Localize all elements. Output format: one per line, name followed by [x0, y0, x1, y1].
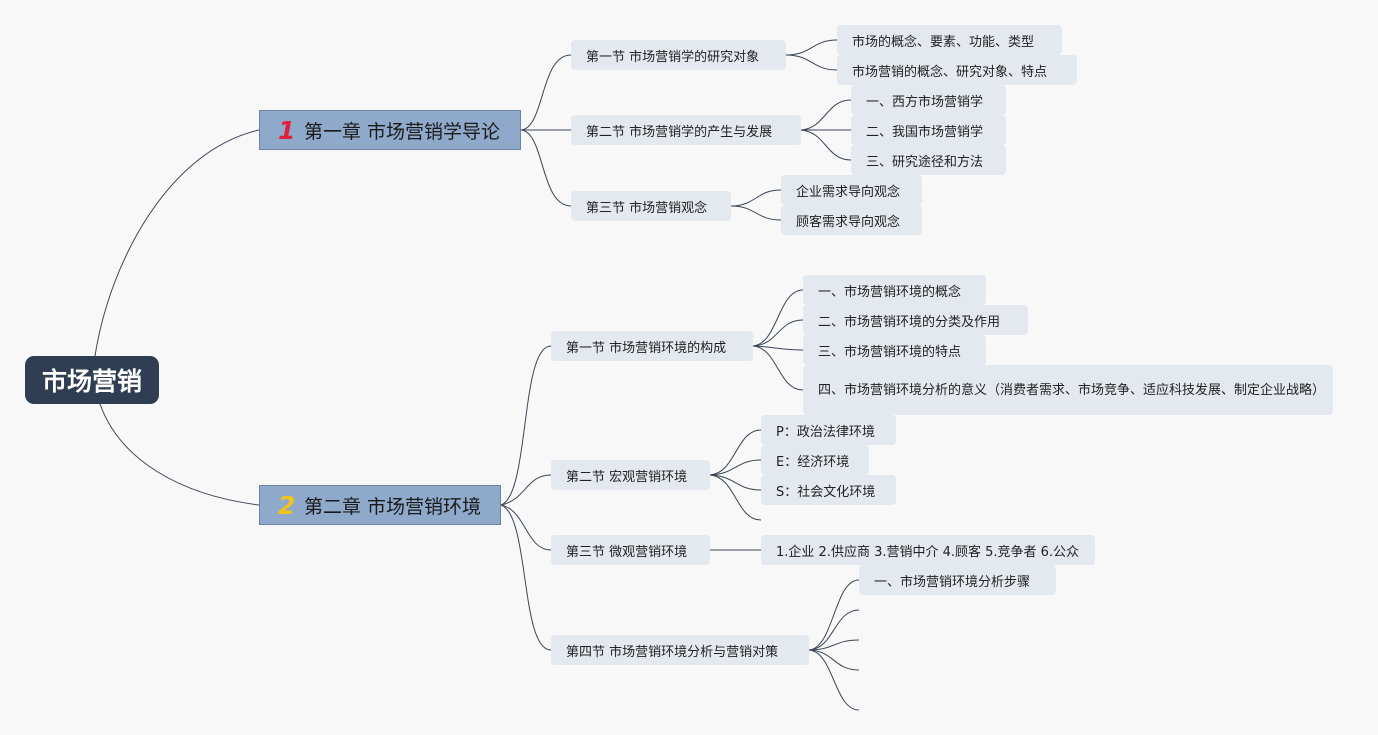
leaf-label: 市场营销的概念、研究对象、特点 [852, 64, 1048, 80]
root-topic[interactable]: 市场营销 [25, 356, 159, 404]
leaf-2-4-1[interactable]: 一、市场营销环境分析步骤 [859, 565, 1056, 595]
link-ch1-s3 [520, 129, 572, 207]
leaf-1-3-1[interactable]: 企业需求导向观念 [781, 175, 922, 205]
leaf-label: 一、西方市场营销学 [866, 94, 984, 110]
leaf-1-1-1[interactable]: 市场的概念、要素、功能、类型 [837, 25, 1062, 55]
leaf-label: 二、市场营销环境的分类及作用 [818, 314, 1001, 330]
section-label: 第一节 市场营销环境的构成 [566, 340, 727, 356]
leaf-label: 二、我国市场营销学 [866, 124, 984, 140]
section-label: 第三节 微观营销环境 [566, 544, 688, 560]
chapter-2-topic[interactable]: 2 第二章 市场营销环境 [259, 485, 501, 525]
leaf-1-2-3[interactable]: 三、研究途径和方法 [851, 145, 1006, 175]
leaf-1-2-1[interactable]: 一、西方市场营销学 [851, 85, 1006, 115]
leaf-2-2-3[interactable]: S：社会文化环境 [761, 475, 896, 505]
leaf-label: E：经济环境 [776, 454, 850, 470]
section-2-1[interactable]: 第一节 市场营销环境的构成 [551, 331, 753, 361]
leaf-1-3-2[interactable]: 顾客需求导向观念 [781, 205, 922, 235]
leaf-label: 市场的概念、要素、功能、类型 [852, 34, 1035, 50]
section-2-4[interactable]: 第四节 市场营销环境分析与营销对策 [551, 635, 809, 665]
chapter-1-topic[interactable]: 1 第一章 市场营销学导论 [259, 110, 521, 150]
section-2-2[interactable]: 第二节 宏观营销环境 [551, 460, 710, 490]
leaf-2-1-2[interactable]: 二、市场营销环境的分类及作用 [803, 305, 1028, 335]
leaf-1-2-2[interactable]: 二、我国市场营销学 [851, 115, 1006, 145]
section-1-2[interactable]: 第二节 市场营销学的产生与发展 [571, 115, 801, 145]
leaf-2-2-1[interactable]: P：政治法律环境 [761, 415, 896, 445]
leaf-2-1-4[interactable]: 四、市场营销环境分析的意义（消费者需求、市场竞争、适应科技发展、制定企业战略） [803, 365, 1333, 415]
number-1-icon: 1 [278, 115, 296, 145]
link-ch2-s2 [500, 474, 552, 506]
section-2-3[interactable]: 第三节 微观营销环境 [551, 535, 710, 565]
leaf-1-1-2[interactable]: 市场营销的概念、研究对象、特点 [837, 55, 1077, 85]
leaf-label: 四、市场营销环境分析的意义（消费者需求、市场竞争、适应科技发展、制定企业战略） [818, 382, 1326, 398]
link-root-ch1 [94, 129, 260, 357]
leaf-label: 一、市场营销环境的概念 [818, 284, 962, 300]
section-label: 第四节 市场营销环境分析与营销对策 [566, 644, 779, 660]
section-label: 第二节 市场营销学的产生与发展 [586, 124, 773, 140]
link-ch1-s1 [520, 54, 572, 131]
leaf-label: P：政治法律环境 [776, 424, 875, 440]
leaf-label: S：社会文化环境 [776, 484, 876, 500]
section-1-1[interactable]: 第一节 市场营销学的研究对象 [571, 40, 786, 70]
section-label: 第二节 宏观营销环境 [566, 469, 688, 485]
leaf-2-2-2[interactable]: E：经济环境 [761, 445, 869, 475]
leaf-label: 一、市场营销环境分析步骤 [874, 574, 1031, 590]
leaf-label: 三、市场营销环境的特点 [818, 344, 962, 360]
link-ch2-s1 [500, 345, 552, 506]
leaf-label: 顾客需求导向观念 [796, 214, 901, 230]
leaf-label: 1.企业 2.供应商 3.营销中介 4.顾客 5.竞争者 6.公众 [776, 544, 1080, 560]
leaf-2-3-1[interactable]: 1.企业 2.供应商 3.营销中介 4.顾客 5.竞争者 6.公众 [761, 535, 1095, 565]
leaf-label: 企业需求导向观念 [796, 184, 901, 200]
number-2-icon: 2 [278, 490, 296, 520]
link-ch2-s3 [500, 504, 552, 551]
section-label: 第三节 市场营销观念 [586, 200, 708, 216]
leaf-label: 三、研究途径和方法 [866, 154, 984, 170]
link-root-ch2 [99, 403, 260, 506]
section-label: 第一节 市场营销学的研究对象 [586, 49, 760, 65]
link-ch2-s4 [500, 504, 552, 651]
section-1-3[interactable]: 第三节 市场营销观念 [571, 191, 731, 221]
leaf-2-1-1[interactable]: 一、市场营销环境的概念 [803, 275, 986, 305]
chapter-2-label: 第二章 市场营销环境 [304, 495, 482, 518]
chapter-1-label: 第一章 市场营销学导论 [304, 120, 501, 143]
leaf-2-1-3[interactable]: 三、市场营销环境的特点 [803, 335, 986, 365]
